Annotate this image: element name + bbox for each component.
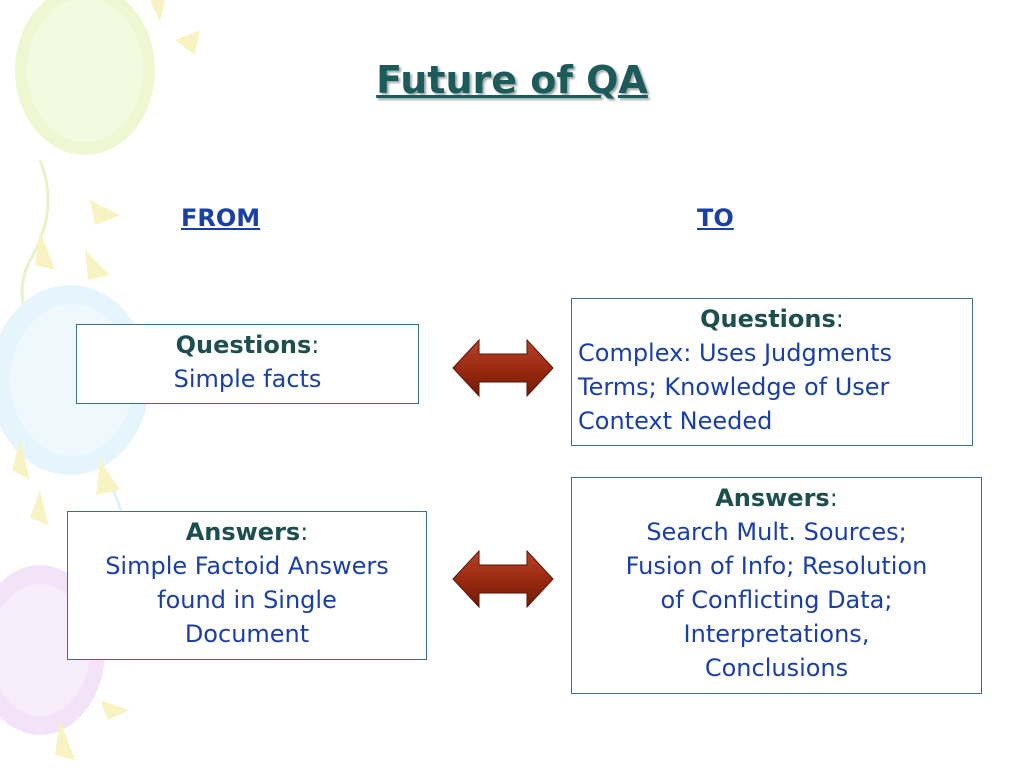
to-questions-line: Terms; Knowledge of User — [578, 373, 890, 401]
to-questions-box: Questions: Complex: Uses Judgments Terms… — [571, 298, 973, 446]
to-heading[interactable]: TO — [697, 204, 734, 232]
from-answers-label: Answers — [185, 518, 301, 546]
page-title: Future of QA — [376, 58, 648, 102]
to-questions-line: Complex: Uses Judgments — [578, 339, 892, 367]
to-questions-label: Questions — [700, 305, 836, 333]
from-questions-label: Questions — [175, 331, 312, 359]
to-questions-line: Context Needed — [578, 407, 773, 435]
from-questions-text: Simple facts — [173, 365, 322, 393]
from-answers-line: Document — [184, 620, 310, 648]
from-questions-box: Questions: Simple facts — [76, 324, 419, 404]
to-questions-colon: : — [835, 305, 844, 333]
to-answers-line: Fusion of Info; Resolution — [625, 552, 928, 580]
double-arrow-icon — [452, 338, 554, 398]
to-answers-box: Answers: Search Mult. Sources; Fusion of… — [571, 477, 982, 694]
from-answers-line: Simple Factoid Answers — [105, 552, 389, 580]
from-questions-colon: : — [311, 331, 320, 359]
from-answers-colon: : — [300, 518, 309, 546]
to-answers-line: Conclusions — [704, 654, 849, 682]
double-arrow-icon — [452, 549, 554, 609]
to-answers-label: Answers — [715, 484, 830, 512]
from-heading[interactable]: FROM — [181, 204, 261, 232]
to-answers-line: Search Mult. Sources; — [646, 518, 907, 546]
to-answers-colon: : — [829, 484, 838, 512]
to-answers-line: of Conflicting Data; — [660, 586, 893, 614]
to-answers-line: Interpretations, — [683, 620, 870, 648]
from-answers-line: found in Single — [157, 586, 337, 614]
from-answers-box: Answers: Simple Factoid Answers found in… — [67, 511, 427, 660]
